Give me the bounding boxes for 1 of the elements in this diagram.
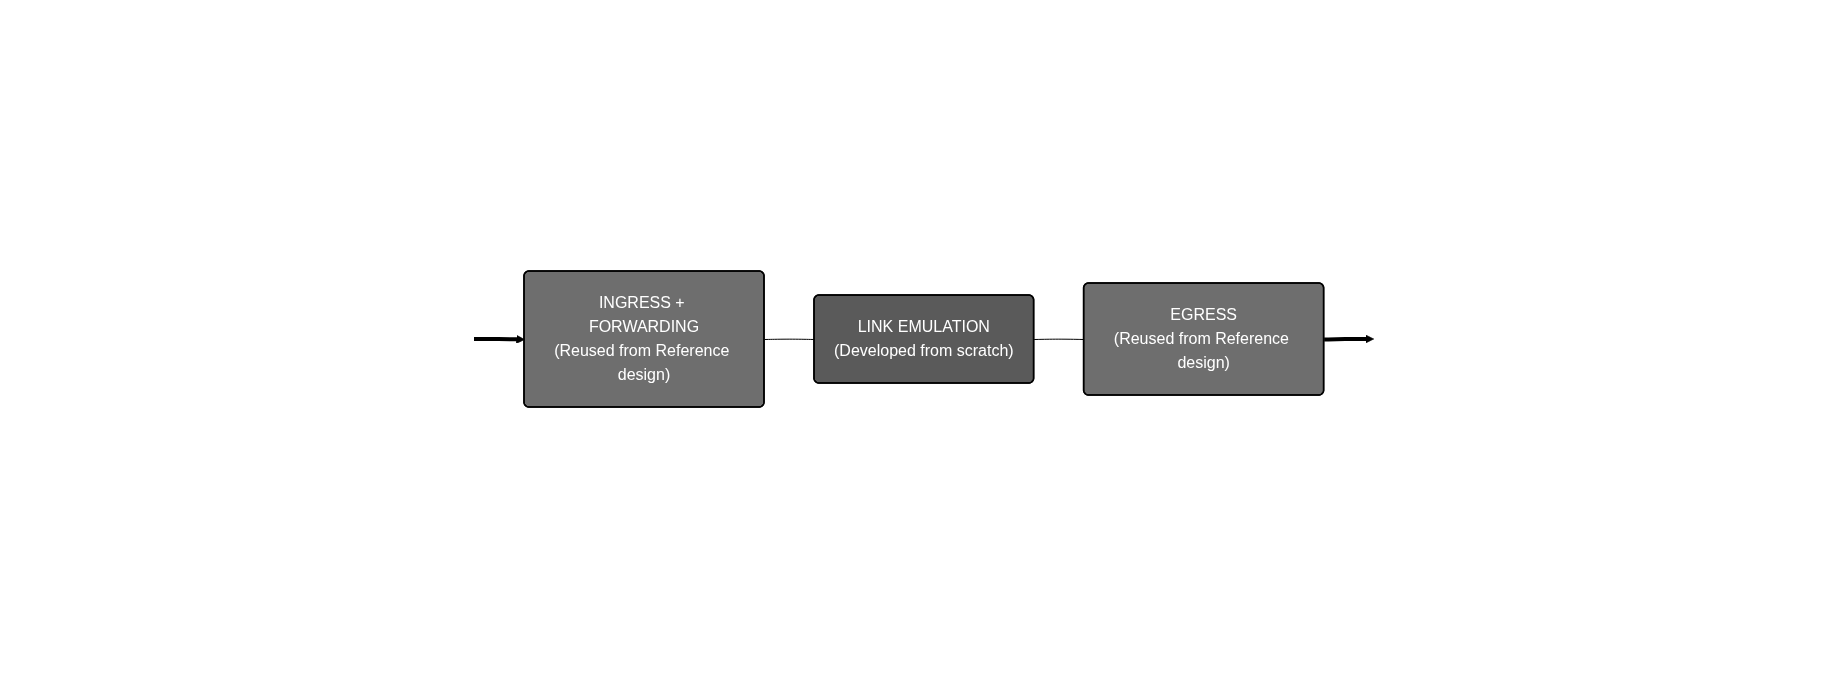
arrow <box>1323 334 1374 344</box>
